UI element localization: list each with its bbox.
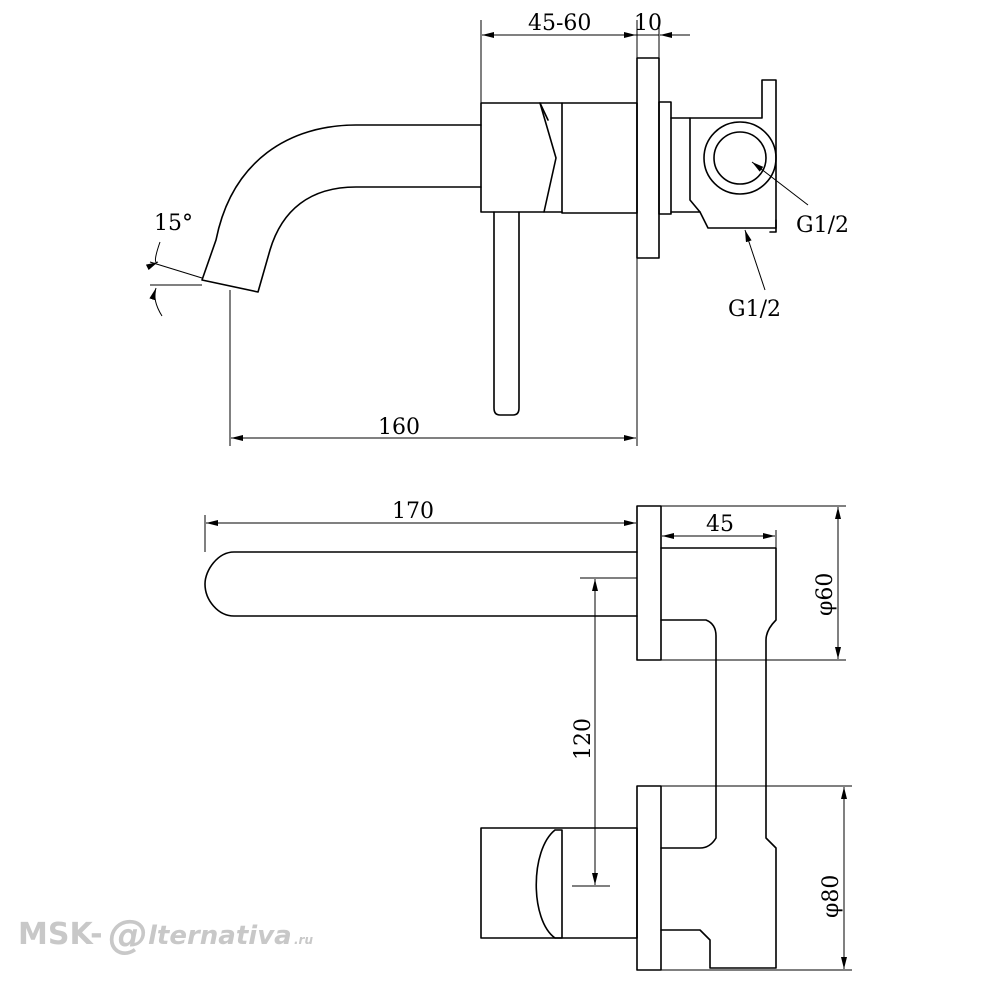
dim-spout-label: 170 (392, 499, 434, 524)
flange-diameter-dimension: φ60 (661, 505, 846, 661)
handle-block (480, 102, 557, 213)
axis-spacing-dimension: 120 (571, 579, 610, 887)
mounting-box-inner (689, 117, 701, 213)
dim-handle-flange-label: φ80 (819, 875, 844, 918)
angle-label: 15° (154, 211, 193, 236)
inlet-port-inner (713, 131, 767, 185)
flange-rim (658, 101, 672, 215)
watermark-suffix: lternativa (148, 921, 292, 951)
top-dimensions: 45-60 10 (480, 11, 690, 103)
thread-bottom-label: G1/2 (728, 297, 781, 322)
thread-labels: G1/2 G1/2 (728, 161, 849, 322)
upper-box-left (660, 619, 717, 849)
depth-dimension: 160 (229, 258, 638, 446)
plan-view (204, 505, 777, 971)
inlet-bottom-stub (769, 219, 777, 233)
upper-box (660, 547, 777, 969)
dim-offset-label: 45-60 (528, 11, 591, 36)
dim-spacing-label: 120 (571, 718, 596, 760)
handle-body (480, 827, 638, 939)
watermark-domain: .ru (294, 933, 313, 947)
dim-body-label: 45 (706, 512, 734, 537)
side-view (201, 57, 777, 416)
body-depth-dimension: 45 (662, 512, 777, 548)
inlet-port-outer (703, 121, 777, 195)
watermark-prefix: MSK- (18, 917, 103, 952)
watermark-at: @ (108, 912, 148, 958)
mounting-box (670, 79, 777, 229)
dim-depth-label: 160 (378, 415, 420, 440)
thread-side-label: G1/2 (796, 213, 849, 238)
upper-flange (636, 505, 662, 661)
handle-bevel (539, 102, 563, 213)
watermark-logo: MSK- @ lternativa .ru (18, 912, 313, 958)
handle-bevel-plan (535, 829, 563, 939)
lower-flange (636, 785, 662, 971)
dim-plate-label: 10 (634, 11, 662, 36)
spout (201, 124, 482, 293)
spout-length-dimension: 170 (204, 499, 638, 552)
handle-flange-diameter-dimension: φ80 (661, 785, 852, 971)
lever-arm (493, 211, 520, 416)
wall-flange-plate (636, 57, 660, 259)
angle-dimension: 15° (145, 211, 203, 317)
cartridge-body (561, 102, 638, 214)
spout-plan (204, 551, 638, 617)
dim-flange-label: φ60 (813, 573, 838, 616)
